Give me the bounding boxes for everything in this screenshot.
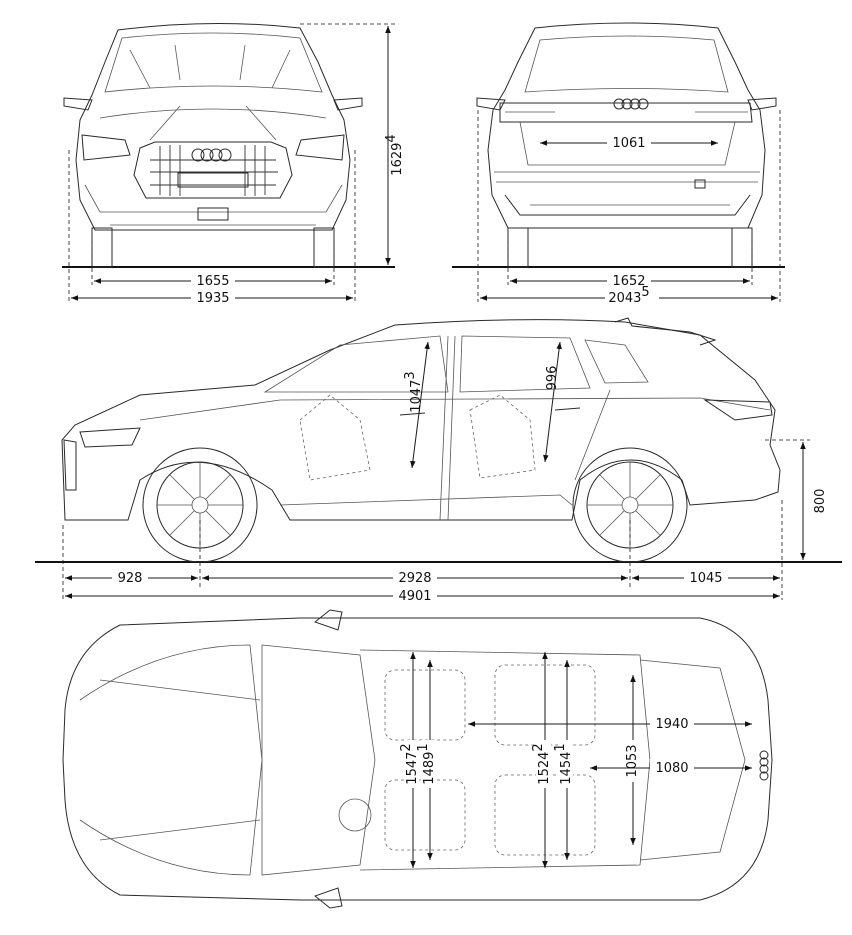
side-headlight bbox=[79, 427, 141, 448]
quarter-window bbox=[584, 339, 649, 384]
rear-view: 1061 1652 20435 bbox=[452, 22, 785, 306]
shoulder-line bbox=[139, 397, 771, 421]
tailgate bbox=[519, 121, 736, 166]
width-dimension-label: 1935 bbox=[196, 291, 229, 306]
rear-cargo bbox=[639, 659, 746, 861]
rear-seat-phantom bbox=[469, 394, 536, 479]
mirror-width-dimension-label: 20435 bbox=[608, 285, 649, 306]
grille-bars bbox=[150, 145, 278, 196]
windshield-top bbox=[261, 644, 376, 876]
front-headroom-dimension-line bbox=[410, 341, 430, 469]
right-mirror bbox=[747, 97, 777, 111]
right-rear-tyre bbox=[731, 227, 753, 268]
length-dimension-label: 4901 bbox=[398, 589, 431, 604]
right-mirror bbox=[333, 97, 363, 111]
rear-diffuser bbox=[504, 194, 751, 216]
front-shoulder-dimension-label: 15472 bbox=[399, 743, 420, 784]
rear-door-handle bbox=[554, 407, 581, 411]
left-mirror bbox=[476, 97, 506, 111]
front-sensor bbox=[197, 207, 229, 221]
load-width-dimension-label: 1061 bbox=[612, 136, 645, 151]
roof-spoiler bbox=[614, 317, 717, 346]
cargo-length-dimension-label: 1080 bbox=[655, 761, 688, 776]
right-front-tyre bbox=[313, 227, 335, 268]
load-height-dimension-label: 800 bbox=[813, 489, 828, 514]
rear-light-bar bbox=[499, 102, 753, 123]
front-overhang-dimension-label: 928 bbox=[118, 571, 143, 586]
height-dimension-label: 16294 bbox=[384, 134, 405, 175]
top-right-mirror bbox=[313, 887, 343, 909]
rear-headroom-dimension-label: 996 bbox=[545, 366, 560, 391]
rear-window bbox=[524, 35, 729, 93]
sill-line bbox=[279, 494, 573, 506]
rear-track-dimension-label: 1652 bbox=[612, 274, 645, 289]
rear-elbow-dimension-label: 14541 bbox=[553, 743, 574, 784]
door-seams bbox=[439, 335, 611, 521]
rear-bumper bbox=[494, 171, 760, 183]
roof-glass bbox=[359, 649, 651, 871]
hood-creases bbox=[149, 105, 277, 141]
left-rear-tyre bbox=[507, 227, 529, 268]
steering-wheel bbox=[338, 798, 372, 832]
side-taillight bbox=[703, 399, 773, 421]
track-dimension-label: 1655 bbox=[196, 274, 229, 289]
front-body-outline bbox=[75, 22, 351, 231]
left-headlight bbox=[81, 134, 131, 161]
side-grille-edge bbox=[63, 439, 77, 491]
hood-creases bbox=[99, 679, 261, 841]
front-elbow-dimension-label: 14891 bbox=[416, 743, 437, 784]
top-left-mirror bbox=[313, 609, 343, 631]
top-body-outline bbox=[62, 617, 773, 901]
left-front-tyre bbox=[91, 227, 113, 268]
side-view: 10473 996 800 928 2928 1045 4901 bbox=[35, 317, 842, 604]
rear-side-window bbox=[459, 335, 591, 393]
lower-bumper bbox=[84, 184, 343, 213]
left-mirror bbox=[63, 97, 93, 111]
front-headroom-dimension-label: 10473 bbox=[403, 371, 424, 412]
license-plate-front bbox=[177, 172, 249, 188]
front-seat-phantom bbox=[299, 394, 371, 481]
wheelbase-dimension-label: 2928 bbox=[398, 571, 431, 586]
reflector bbox=[694, 179, 706, 189]
rear-shoulder-dimension-label: 15242 bbox=[531, 743, 552, 784]
brand-rings bbox=[759, 750, 769, 781]
top-view: 15472 14891 15242 14541 1053 1940 1080 bbox=[62, 609, 773, 909]
brand-rings bbox=[191, 148, 232, 162]
cargo-width-dimension-label: 1053 bbox=[625, 744, 640, 777]
rear-headroom-dimension-line bbox=[543, 341, 562, 463]
hood bbox=[79, 644, 263, 876]
hood-line bbox=[99, 108, 327, 119]
front-grille bbox=[133, 141, 293, 199]
windshield bbox=[104, 32, 323, 93]
rear-overhang-dimension-label: 1045 bbox=[689, 571, 722, 586]
brand-rings bbox=[613, 98, 649, 110]
right-headlight bbox=[295, 134, 345, 161]
front-side-window bbox=[263, 335, 449, 393]
cargo-length-folded-dimension-label: 1940 bbox=[655, 717, 688, 732]
rear-body-outline bbox=[487, 22, 766, 229]
side-body-outline bbox=[61, 319, 781, 521]
interior-lines bbox=[129, 44, 291, 89]
front-view: 16294 1655 1935 bbox=[62, 22, 405, 306]
